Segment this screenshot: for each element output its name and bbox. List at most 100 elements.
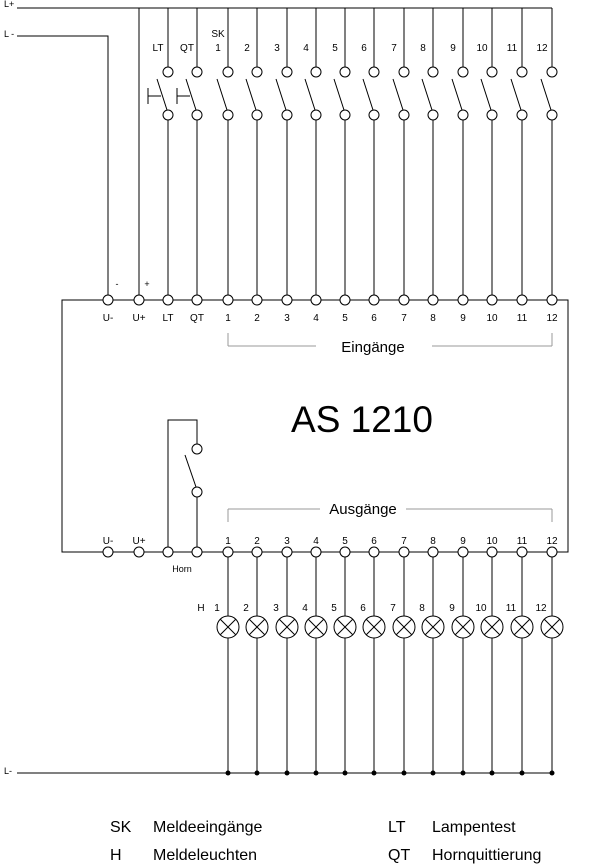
lamp-11-label: 11 <box>506 603 517 614</box>
lamp-channel-10: 10 <box>475 557 504 776</box>
lamp-8-cross-b <box>425 619 441 635</box>
input-switch-5-upper-contact <box>339 66 351 78</box>
input-switch-lt-upper-contact <box>162 66 174 78</box>
input-switch-7: 7 <box>391 8 410 295</box>
input-switch-1-label: 1 <box>215 43 221 54</box>
lamp-5-cross-b <box>337 619 353 635</box>
supply-rails: L+L --+L- <box>4 0 552 776</box>
input-switch-3-lever <box>275 78 287 111</box>
output-terminal-label-5: 5 <box>342 536 348 547</box>
input-switch-1-lower-contact <box>222 109 234 121</box>
input-switch-10-label: 10 <box>476 43 488 54</box>
input-switch-11-lower-contact <box>516 109 528 121</box>
lamp-4-junction-dot <box>313 770 319 776</box>
input-terminal-u-plus <box>133 294 145 306</box>
input-terminal-label-1: 1 <box>225 313 231 324</box>
output-terminal-label-12: 12 <box>546 536 558 547</box>
input-switch-4-upper-contact <box>310 66 322 78</box>
input-terminal-5 <box>339 294 351 306</box>
output-terminal-9 <box>457 546 469 558</box>
input-terminal-label-7: 7 <box>401 313 407 324</box>
input-switch-2: 2 <box>244 8 263 295</box>
input-terminal-3 <box>281 294 293 306</box>
lamp-channel-11: 11 <box>506 557 534 776</box>
input-switch-5: 5 <box>332 8 351 295</box>
input-switch-2-upper-contact <box>251 66 263 78</box>
lamp-12-junction-dot <box>549 770 555 776</box>
input-switch-2-label: 2 <box>244 43 250 54</box>
lamp-12-cross-b <box>544 619 560 635</box>
input-terminal-2 <box>251 294 263 306</box>
l-minus-supply-wire <box>17 35 109 295</box>
lamp-6-cross-b <box>366 619 382 635</box>
module-title: AS 1210 <box>291 399 433 440</box>
input-switch-lt-lower-contact <box>162 109 174 121</box>
input-terminal-label-u-plus: U+ <box>132 313 145 324</box>
input-switch-7-lower-contact <box>398 109 410 121</box>
supply-plus-sign: + <box>144 279 149 289</box>
input-switch-12-lower-contact <box>546 109 558 121</box>
lamp-8-label: 8 <box>419 603 425 614</box>
input-terminal-label-8: 8 <box>430 313 436 324</box>
output-terminal-2 <box>251 546 263 558</box>
input-switch-1-lever <box>216 78 228 111</box>
lamp-2-junction-dot <box>254 770 260 776</box>
horn-contact-wire-common <box>167 419 198 547</box>
input-terminal-label-6: 6 <box>371 313 377 324</box>
input-terminal-label-2: 2 <box>254 313 260 324</box>
input-terminal-9 <box>457 294 469 306</box>
lamp-9-junction-dot <box>460 770 466 776</box>
input-terminal-u-minus <box>102 294 114 306</box>
output-terminal-label-2: 2 <box>254 536 260 547</box>
output-terminal-6 <box>368 546 380 558</box>
outputs-bracket: Ausgänge <box>227 501 553 522</box>
input-terminal-10 <box>486 294 498 306</box>
output-terminal-label-u-minus: U- <box>103 536 114 547</box>
lamp-7-cross-b <box>396 619 412 635</box>
lamp-6-label: 6 <box>360 603 366 614</box>
lamp-8-junction-dot <box>430 770 436 776</box>
input-switch-6-label: 6 <box>361 43 367 54</box>
input-switch-12-upper-contact <box>546 66 558 78</box>
lamp-channel-3: 3 <box>273 557 299 776</box>
outputs-group-label: Ausgänge <box>329 501 397 518</box>
input-terminal-label-u-minus: U- <box>103 313 114 324</box>
input-switch-4-label: 4 <box>303 43 309 54</box>
lamp-6-junction-dot <box>371 770 377 776</box>
input-switch-6: 6 <box>361 8 380 295</box>
legend-code: LT <box>388 819 406 836</box>
input-terminal-label-9: 9 <box>460 313 466 324</box>
horn-contact <box>167 419 203 547</box>
input-terminal-label-11: 11 <box>517 313 528 324</box>
input-terminal-label-10: 10 <box>486 313 498 324</box>
input-switch-10: 10 <box>476 8 498 295</box>
input-switch-11-lever <box>510 78 522 111</box>
output-terminal-label-1: 1 <box>225 536 231 547</box>
input-switch-5-lower-contact <box>339 109 351 121</box>
lamp-channel-12: 12 <box>535 557 564 776</box>
input-switch-5-lever <box>333 78 345 111</box>
input-switch-9-label: 9 <box>450 43 456 54</box>
lamp-7-junction-dot <box>401 770 407 776</box>
lamp-4-cross-b <box>308 619 324 635</box>
lamp-channel-4: 4 <box>302 557 328 776</box>
input-switch-lt-label: LT <box>153 43 164 54</box>
input-terminal-7 <box>398 294 410 306</box>
input-switch-7-label: 7 <box>391 43 397 54</box>
lamp-channel-9: 9 <box>449 557 475 776</box>
output-terminal-11 <box>516 546 528 558</box>
lamp-1-label: 1 <box>214 603 220 614</box>
lamp-channel-7: 7 <box>390 557 416 776</box>
lamp-5-label: 5 <box>331 603 337 614</box>
horn-terminal-label: Horn <box>172 564 192 574</box>
lamp-2-cross-b <box>249 619 265 635</box>
output-terminal-u-plus <box>133 546 145 558</box>
input-switch-1-upper-contact <box>222 66 234 78</box>
input-switch-qt: QT <box>180 8 203 295</box>
input-switch-6-lever <box>362 78 374 111</box>
input-terminal-label-lt: LT <box>163 313 174 324</box>
